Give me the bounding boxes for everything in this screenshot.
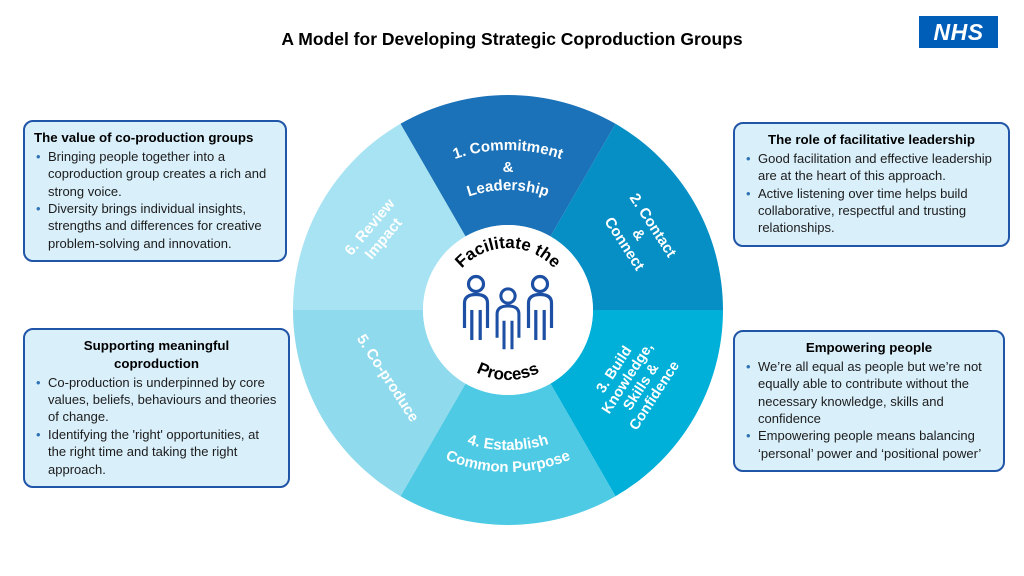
bullet-item: Co-production is underpinned by core val…	[34, 374, 279, 426]
segment-label-4: 4. Establish	[466, 431, 550, 454]
segment-label-1-amp: &	[503, 159, 514, 176]
wheel-segment-1-commitment-leadership	[400, 95, 616, 237]
info-box-empowering-people: Empowering people We’re all equal as peo…	[733, 330, 1005, 473]
wheel-segment-2-contact-connect	[550, 123, 723, 310]
bullet-list: Co-production is underpinned by core val…	[34, 374, 279, 478]
bullet-item: Identifying the 'right' opportunities, a…	[34, 426, 279, 478]
wheel-segment-6-review-impact	[293, 123, 466, 310]
bullet-list: Good facilitation and effective leadersh…	[744, 150, 999, 237]
bullet-item: Bringing people together into a coproduc…	[34, 148, 276, 200]
bullet-list: We’re all equal as people but we’re not …	[744, 358, 994, 462]
nhs-logo: NHS	[919, 16, 998, 48]
bullet-item: Empowering people means balancing ‘perso…	[744, 427, 994, 462]
center-circle	[423, 225, 593, 395]
box-title: The value of co-production groups	[34, 130, 254, 145]
bullet-item: We’re all equal as people but we’re not …	[744, 358, 994, 428]
coproduction-wheel: 1. Commitment & Leadership 2. Contact & …	[293, 95, 723, 525]
info-box-facilitative-leadership: The role of facilitative leadership Good…	[733, 122, 1010, 247]
person-icon	[495, 287, 521, 350]
bullet-item: Active listening over time helps build c…	[744, 185, 999, 237]
wheel-segment-5-co-produce	[293, 310, 466, 497]
box-title: Supporting meaningful coproduction	[83, 338, 230, 371]
person-icon	[462, 274, 490, 340]
wheel-segment-3-build-knowledge	[550, 310, 723, 497]
box-title: Empowering people	[805, 340, 933, 355]
box-title: The role of facilitative leadership	[768, 132, 975, 147]
bullet-list: Bringing people together into a coproduc…	[34, 148, 276, 252]
info-box-value-of-coproduction: The value of co-production groups Bringi…	[23, 120, 287, 263]
page-title: A Model for Developing Strategic Coprodu…	[281, 29, 743, 49]
nhs-logo-text: NHS	[933, 18, 984, 45]
bullet-item: Diversity brings individual insights, st…	[34, 200, 276, 252]
segment-label-1b: Leadership	[465, 177, 551, 200]
info-box-supporting-coproduction: Supporting meaningful coproduction Co-pr…	[23, 328, 290, 489]
wheel-segment-4-establish-common-purpose	[400, 383, 616, 525]
person-icon	[526, 274, 554, 340]
bullet-item: Good facilitation and effective leadersh…	[744, 150, 999, 185]
three-people-icon	[462, 274, 554, 350]
